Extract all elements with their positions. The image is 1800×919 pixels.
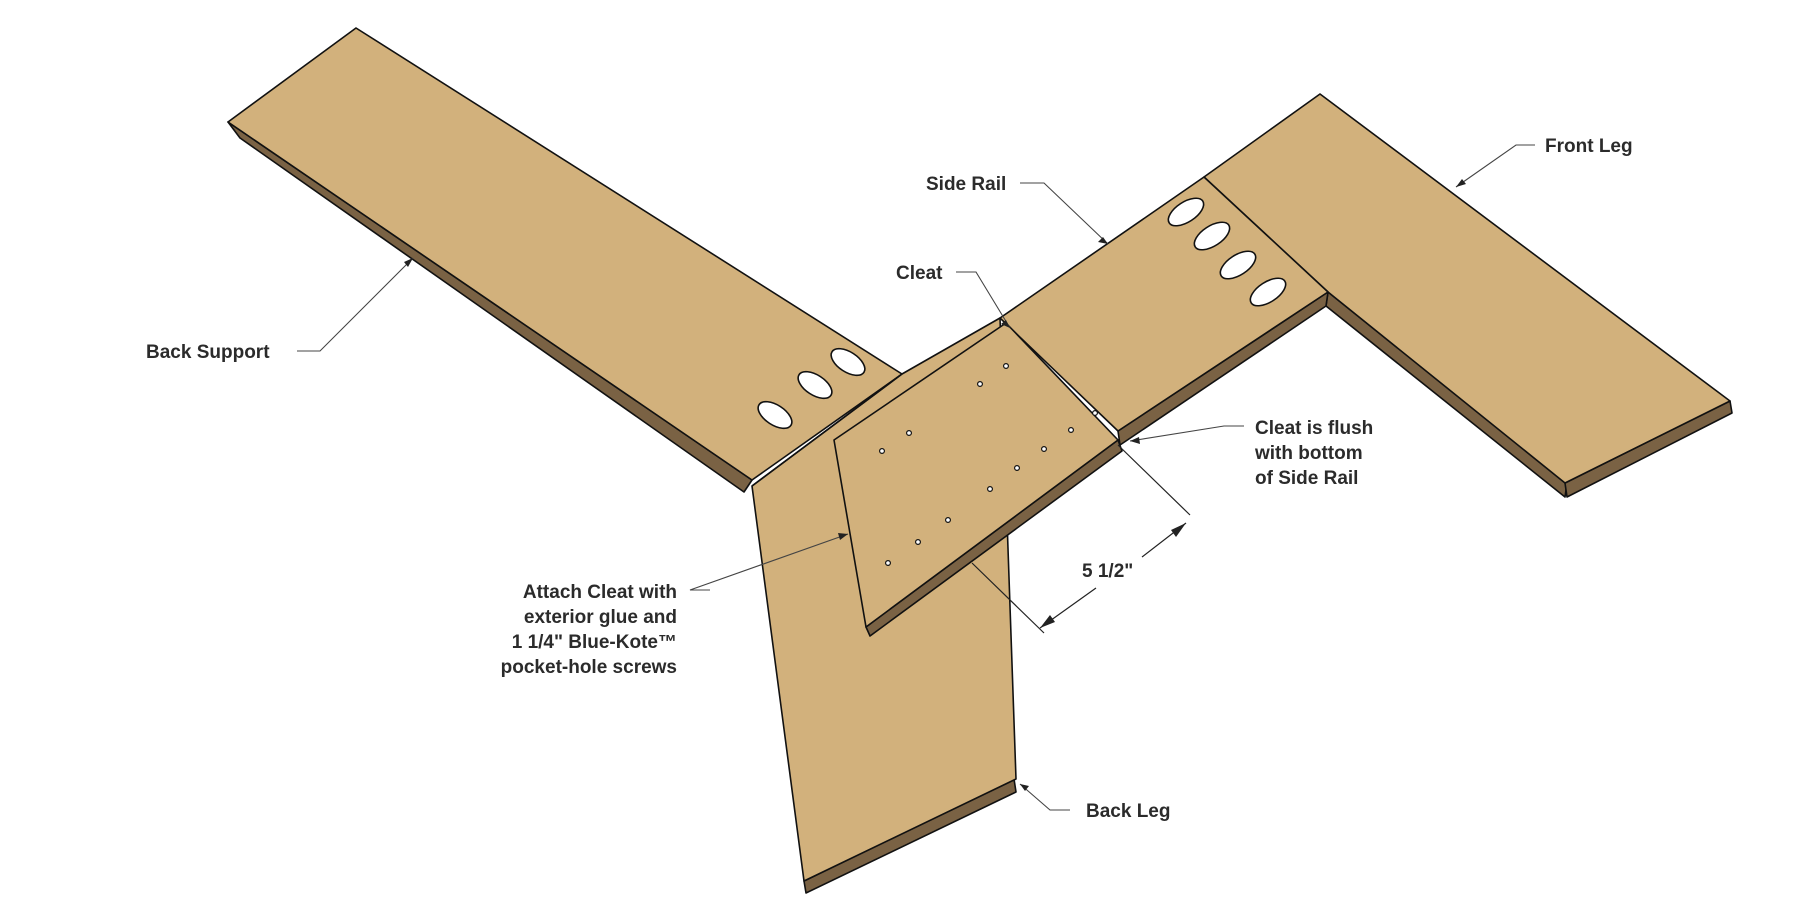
front-leg-board	[1203, 93, 1733, 498]
dimension-5-5: 5 1/2"	[971, 444, 1191, 634]
pocket-hole	[1219, 250, 1257, 280]
label-back-support: Back Support	[146, 342, 270, 363]
back-support-board	[227, 27, 903, 493]
pocket-hole	[757, 400, 793, 430]
pocket-hole	[797, 370, 833, 400]
label-back-leg: Back Leg	[1086, 801, 1170, 822]
dimension-label: 5 1/2"	[1082, 561, 1133, 582]
side-rail-board	[999, 176, 1329, 446]
pocket-hole	[1249, 277, 1287, 307]
label-attach-cleat: Attach Cleat with exterior glue and 1 1/…	[501, 582, 677, 678]
label-front-leg: Front Leg	[1545, 136, 1633, 157]
label-side-rail: Side Rail	[926, 174, 1006, 195]
screw-holes	[878, 363, 1098, 566]
pocket-hole	[830, 347, 866, 377]
pocket-hole	[1167, 197, 1205, 227]
svg-text:Cleat is flush: Cleat is flush	[1255, 418, 1373, 439]
label-cleat: Cleat	[896, 263, 943, 284]
label-cleat-flush: Cleat is flush with bottom of Side Rail	[1254, 418, 1373, 489]
pocket-hole	[1193, 221, 1231, 251]
svg-text:of Side Rail: of Side Rail	[1255, 468, 1358, 489]
svg-text:exterior glue and: exterior glue and	[524, 607, 677, 628]
svg-text:1 1/4" Blue-Kote™: 1 1/4" Blue-Kote™	[512, 632, 677, 653]
svg-text:Attach Cleat with: Attach Cleat with	[523, 582, 677, 603]
leader-lines	[297, 144, 1535, 811]
svg-text:with bottom: with bottom	[1254, 443, 1363, 464]
cleat-board	[833, 322, 1123, 637]
svg-text:pocket-hole screws: pocket-hole screws	[501, 657, 677, 678]
